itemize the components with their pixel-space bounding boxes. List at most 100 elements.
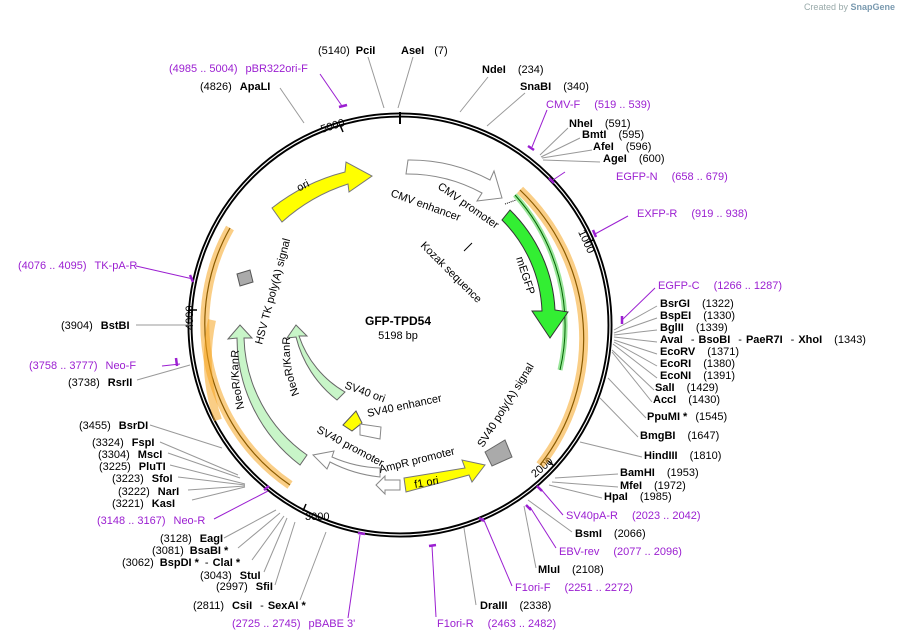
credit-brand: SnapGene xyxy=(850,2,895,12)
primer-labels: (4985 .. 5004)pBR322ori-F CMV-F(519 .. 5… xyxy=(18,63,782,630)
site-bstbi: (3904)BstBI xyxy=(61,320,130,332)
feature-ori xyxy=(271,161,373,223)
primer-mark-pbr322ori-f xyxy=(338,103,348,109)
leader-sali xyxy=(611,349,655,391)
primer-cmv-f: CMV-F(519 .. 539) xyxy=(546,99,651,111)
leader-bspei xyxy=(613,317,658,334)
primer-egfp-c: EGFP-C(1266 .. 1287) xyxy=(658,280,782,292)
leader-pluti xyxy=(169,464,246,485)
leader-hpai xyxy=(548,484,603,499)
primer-neo-r: (3148 .. 3167)Neo-R xyxy=(97,515,205,527)
site-bspei: BspEI(1330) xyxy=(660,310,735,322)
feature-neokanr-inner xyxy=(285,324,346,401)
primer-mark-pbabe3 xyxy=(357,531,366,536)
leader-stui xyxy=(263,517,288,573)
primer-mark-f1ori-f xyxy=(478,516,485,523)
site-labels: (5140)PciI AseI(7) NdeI(234) SnaBI(340) … xyxy=(61,45,866,612)
leader-cmv-f xyxy=(531,109,548,148)
site-bsrdi: (3455)BsrDI xyxy=(79,420,148,432)
feature-sv40-ori xyxy=(342,410,363,432)
site-snabi: SnaBI(340) xyxy=(520,81,589,93)
tick-marks xyxy=(190,124,594,512)
primer-neo-f: (3758 .. 3777)Neo-F xyxy=(29,360,136,372)
site-ecori: EcoRI(1380) xyxy=(660,358,735,370)
leader-sfii xyxy=(274,521,296,586)
leader-sfoi xyxy=(177,476,246,486)
feature-ori-label: ori xyxy=(295,178,311,194)
primer-f1ori-f: F1ori-F(2251 .. 2272) xyxy=(515,582,633,594)
feature-hsv-tk-label: HSV TK poly(A) signal xyxy=(253,237,293,346)
site-sfii: (2997)SfiI xyxy=(216,581,273,593)
leader-pcii xyxy=(367,56,385,109)
feature-megfp xyxy=(501,209,569,339)
site-pcii: (5140)PciI xyxy=(318,45,375,57)
leader-sv40pa-r xyxy=(539,487,564,516)
leader-nari xyxy=(187,485,246,491)
site-sali: SalI(1429) xyxy=(655,382,718,394)
snapgene-credit: Created by SnapGene xyxy=(804,2,895,12)
primer-exfp-r: EXFP-R(919 .. 938) xyxy=(637,208,748,220)
plasmid-size: 5198 bp xyxy=(378,330,418,342)
leader-rsrii xyxy=(136,364,191,381)
site-nari: (3222)NarI xyxy=(118,486,179,498)
feature-sv40-polya xyxy=(484,439,513,467)
tick-label-5000: 5000 xyxy=(319,117,346,136)
site-ppumi: PpuMI *(1545) xyxy=(647,411,727,423)
leader-draiii xyxy=(463,527,477,606)
leader-msci xyxy=(167,452,241,479)
feature-f1-ori xyxy=(403,459,486,493)
site-bglii: BglII(1339) xyxy=(660,322,728,334)
primer-mark-ebv-rev xyxy=(525,504,532,511)
primer-mark-exfp-r xyxy=(591,229,598,238)
primer-ebv-rev: EBV-rev(2077 .. 2096) xyxy=(559,546,682,558)
primer-pbr322ori-f: (4985 .. 5004)pBR322ori-F xyxy=(169,63,308,75)
site-ecorv: EcoRV(1371) xyxy=(660,346,739,358)
site-bmti: BmtI(595) xyxy=(582,129,644,141)
tick-label-3000: 3000 xyxy=(305,511,329,523)
primer-mark-neo-r xyxy=(263,485,270,491)
primer-mark-tk-pa-r xyxy=(188,274,195,283)
primer-mark-neo-f xyxy=(174,357,179,367)
site-acci: AccI(1430) xyxy=(653,394,720,406)
site-bspdi-group: (3062)BspDI *-ClaI * xyxy=(122,557,241,569)
leader-f1ori-r xyxy=(431,545,437,618)
feature-sv40-promoter xyxy=(311,450,381,478)
leader-bamhi xyxy=(554,473,619,479)
leader-mlui xyxy=(523,505,537,569)
leader-bspdi xyxy=(251,515,285,561)
leader-bsrdi xyxy=(149,424,223,449)
tick-5000 xyxy=(339,124,344,133)
leader-f1ori-f xyxy=(482,517,513,587)
feature-neokanr-outer xyxy=(226,324,308,466)
leader-avai xyxy=(613,336,658,343)
site-sfoi: (3223)SfoI xyxy=(112,473,173,485)
site-msci: (3304)MscI xyxy=(98,449,162,461)
site-ndei: NdeI(234) xyxy=(482,64,544,76)
leader-hindiii xyxy=(579,441,643,458)
feature-sv40-enhancer xyxy=(359,423,382,440)
leader-nhei xyxy=(539,127,569,156)
site-rsrii: (3738)RsrII xyxy=(68,377,132,389)
site-apali: (4826)ApaLI xyxy=(200,81,270,93)
leader-csii xyxy=(299,531,327,601)
site-asei: AseI(7) xyxy=(401,45,448,57)
leader-ppumi xyxy=(607,377,647,419)
leader-egfp-c xyxy=(621,287,656,321)
leader-egfp-n xyxy=(552,171,566,181)
site-bmgbi: BmgBI(1647) xyxy=(640,430,719,442)
credit-prefix: Created by xyxy=(803,2,848,12)
site-stui: (3043)StuI xyxy=(200,570,261,582)
leader-bmgbi xyxy=(599,397,639,438)
site-agei: AgeI(600) xyxy=(603,153,665,165)
feature-ampr-promoter xyxy=(375,474,401,496)
primer-mark-sv40pa-r xyxy=(536,485,543,492)
leader-bsrgi xyxy=(613,305,658,331)
site-bamhi: BamHI(1953) xyxy=(620,467,699,479)
leader-pbr322ori-f xyxy=(319,73,343,107)
tick-3000 xyxy=(302,503,307,512)
leader-bsmi xyxy=(527,499,573,533)
leader-tk-pa-r xyxy=(135,265,194,280)
leader-econi xyxy=(612,343,658,379)
site-bsabi: (3081)BsaBI * xyxy=(152,545,229,557)
